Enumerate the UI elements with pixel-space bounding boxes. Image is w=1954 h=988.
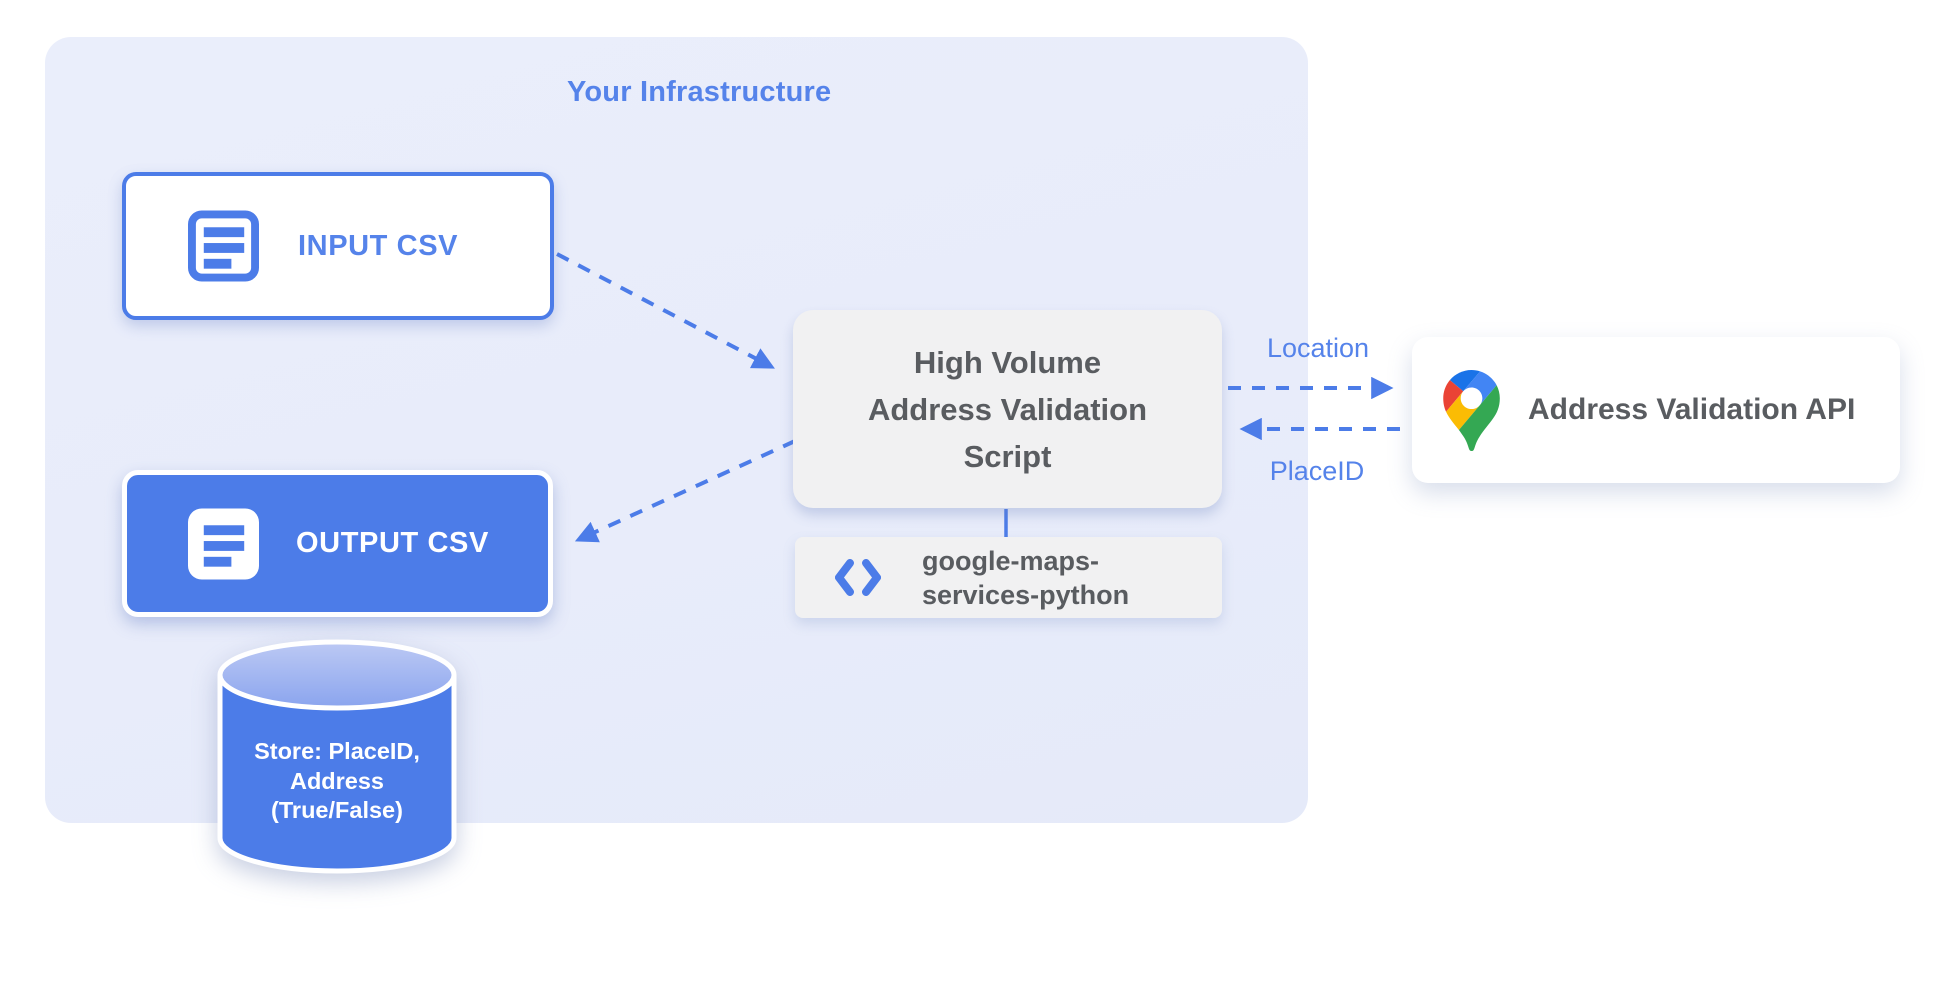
script-label-line1: High Volume xyxy=(913,344,1102,380)
edge-label-placeid: PlaceID xyxy=(1269,456,1365,486)
library-label-line1: google-maps- xyxy=(922,545,1100,576)
library-node: google-maps- services-python xyxy=(795,537,1222,618)
input-csv-node: INPUT CSV xyxy=(122,172,554,320)
infrastructure-title: Your Infrastructure xyxy=(567,76,832,108)
document-icon xyxy=(188,508,259,579)
datastore-cylinder xyxy=(210,630,464,886)
document-icon xyxy=(188,210,259,282)
datastore-label-line2: Address xyxy=(289,767,385,794)
script-label-line2: Address Validation xyxy=(867,391,1148,427)
google-maps-pin-icon xyxy=(1443,369,1500,451)
library-label-line2: services-python xyxy=(922,579,1130,610)
datastore-label-line3: (True/False) xyxy=(271,797,403,823)
input-csv-label: INPUT CSV xyxy=(298,229,459,262)
script-node: High Volume Address Validation Script xyxy=(793,310,1222,508)
edge-label-location: Location xyxy=(1266,333,1370,363)
datastore-label: Store: PlaceID, Address (True/False) xyxy=(227,737,447,826)
database-icon xyxy=(217,639,457,874)
code-icon xyxy=(835,559,881,596)
api-node: Address Validation API xyxy=(1412,337,1900,483)
library-label: google-maps- services-python xyxy=(922,544,1129,612)
output-csv-node: OUTPUT CSV xyxy=(122,470,553,617)
script-label-line3: Script xyxy=(963,438,1052,474)
api-label: Address Validation API xyxy=(1528,393,1856,426)
output-csv-label: OUTPUT CSV xyxy=(296,527,489,559)
datastore-label-line1: Store: PlaceID, xyxy=(254,738,420,764)
